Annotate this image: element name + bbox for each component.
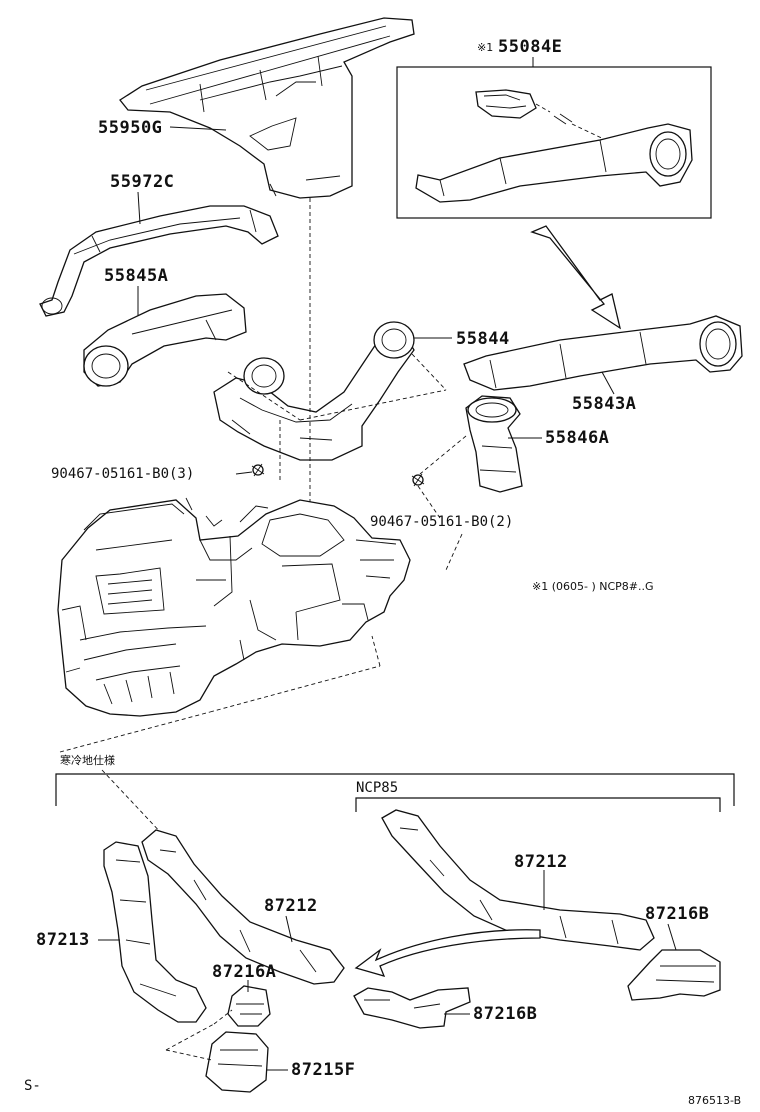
heater-unit <box>57 497 411 717</box>
screw-left <box>251 463 265 477</box>
label-55972c: 55972C <box>110 172 175 192</box>
part-87215f <box>205 1031 269 1093</box>
label-diagram-id: 876513-B <box>688 1094 742 1107</box>
label-87216b-right: 87216B <box>645 904 710 924</box>
bracket-ncp85 <box>355 797 721 812</box>
label-cold-spec: 寒冷地仕様 <box>60 754 115 767</box>
part-55972c-duct <box>39 205 279 317</box>
part-87212-left-duct <box>141 829 345 985</box>
label-55843a: 55843A <box>572 394 637 414</box>
label-87216a: 87216A <box>212 962 277 982</box>
part-55084e-sensor <box>475 89 611 143</box>
label-bolt3: 90467-05161-B0(3) <box>51 466 195 482</box>
bracket-cold-spec <box>55 773 735 806</box>
screw-right <box>411 473 425 487</box>
dash-line-lower-left <box>165 1009 233 1061</box>
part-87216b-left <box>353 987 471 1029</box>
leader-87216b-right <box>667 923 677 951</box>
label-87212-ncp85: 87212 <box>514 852 568 872</box>
part-55845a-duct <box>83 293 247 387</box>
dash-line-unit-bottom <box>59 635 381 753</box>
label-55845a: 55845A <box>104 266 169 286</box>
part-55843a-duct <box>463 315 743 391</box>
label-87213: 87213 <box>36 930 90 950</box>
arrow-inset-to-55843a <box>530 225 622 330</box>
leader-bolt3 <box>235 471 253 475</box>
label-87215f: 87215F <box>291 1060 356 1080</box>
label-87212-left: 87212 <box>264 896 318 916</box>
part-87216b-right <box>627 949 721 1001</box>
part-55844-center-duct <box>213 321 415 461</box>
part-87213-duct <box>103 841 207 1023</box>
leader-55843a <box>601 371 615 395</box>
label-ncp85: NCP85 <box>356 780 399 796</box>
part-55084e-duct <box>415 123 693 203</box>
part-55846a-duct <box>465 395 523 493</box>
label-note: ※1 (0605- ) NCP8#..G <box>532 580 654 593</box>
leader-55950g <box>169 126 227 131</box>
part-55950g-defroster-nozzle <box>119 17 415 199</box>
part-87212-ncp85-duct <box>381 809 655 951</box>
label-55844: 55844 <box>456 329 510 349</box>
label-corner-left: S- <box>24 1078 41 1094</box>
label-55084e: 55084E <box>498 37 563 57</box>
part-87216a <box>227 985 271 1027</box>
dash-line-upper-b <box>279 420 467 571</box>
label-55084e-mark: ※1 <box>477 41 494 54</box>
dash-line-upper-a <box>227 353 447 421</box>
label-55950g: 55950G <box>98 118 163 138</box>
leader-87212-left <box>285 915 293 943</box>
dash-line-cold-spec <box>101 769 165 837</box>
arrow-ncp85-to-87216b <box>354 929 541 977</box>
label-55846a: 55846A <box>545 428 610 448</box>
label-87216b-left: 87216B <box>473 1004 538 1024</box>
label-bolt2: 90467-05161-B0(2) <box>370 514 514 530</box>
leader-55972c <box>137 191 141 225</box>
inset-frame <box>396 66 712 219</box>
